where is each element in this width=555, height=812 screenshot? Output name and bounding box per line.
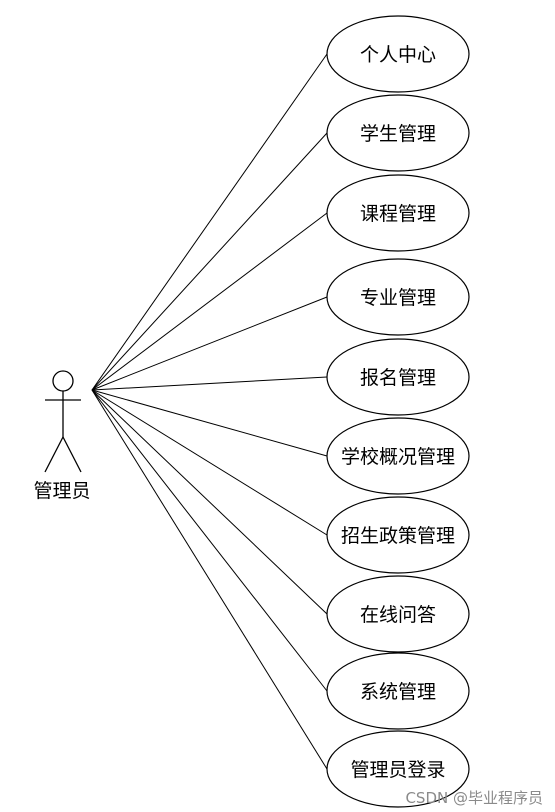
use-case-ellipse bbox=[326, 338, 470, 416]
association-line bbox=[91, 389, 328, 615]
use-case: 个人中心 bbox=[326, 15, 470, 93]
association-line bbox=[91, 132, 328, 391]
association-line bbox=[91, 389, 328, 692]
association-line bbox=[91, 53, 328, 391]
use-case-ellipse bbox=[326, 258, 470, 336]
actor-left-leg bbox=[44, 436, 64, 473]
use-case: 系统管理 bbox=[326, 652, 470, 730]
use-case: 专业管理 bbox=[326, 258, 470, 336]
use-case-label: 学生管理 bbox=[360, 123, 436, 145]
association-line bbox=[91, 212, 328, 391]
association-line bbox=[91, 389, 328, 770]
use-case: 在线问答 bbox=[326, 575, 470, 653]
actor-label: 管理员 bbox=[33, 480, 90, 502]
actor-head bbox=[52, 370, 74, 392]
use-case-ellipse bbox=[326, 730, 470, 808]
actor: 管理员 bbox=[33, 370, 91, 502]
association-line bbox=[91, 296, 328, 391]
use-case-ellipse bbox=[326, 174, 470, 252]
use-case-ellipse bbox=[326, 496, 470, 574]
use-case-ellipse bbox=[326, 15, 470, 93]
actor-right-leg bbox=[62, 436, 82, 473]
use-case: 报名管理 bbox=[326, 338, 470, 416]
stick-figure-icon bbox=[44, 370, 82, 473]
use-case-ellipse bbox=[326, 94, 470, 172]
use-case: 学生管理 bbox=[326, 94, 470, 172]
use-case: 管理员登录 bbox=[326, 730, 470, 808]
use-case-ellipse bbox=[326, 575, 470, 653]
watermark: CSDN @毕业程序员 bbox=[405, 789, 543, 807]
use-case-label: 专业管理 bbox=[360, 287, 436, 309]
association-line bbox=[91, 376, 328, 391]
use-case-group: 个人中心学生管理课程管理专业管理报名管理学校概况管理招生政策管理在线问答系统管理… bbox=[326, 15, 470, 808]
use-case: 招生政策管理 bbox=[326, 496, 470, 574]
use-case-label: 学校概况管理 bbox=[341, 446, 455, 468]
use-case: 课程管理 bbox=[326, 174, 470, 252]
use-case: 学校概况管理 bbox=[326, 417, 470, 495]
use-case-ellipse bbox=[326, 652, 470, 730]
use-case-ellipse bbox=[326, 417, 470, 495]
association-line bbox=[91, 389, 328, 536]
association-lines bbox=[91, 53, 328, 770]
use-case-label: 管理员登录 bbox=[350, 759, 445, 781]
use-case-label: 个人中心 bbox=[360, 44, 436, 66]
association-line bbox=[91, 389, 328, 457]
use-case-label: 招生政策管理 bbox=[341, 525, 455, 547]
use-case-label: 在线问答 bbox=[360, 604, 436, 626]
use-case-label: 报名管理 bbox=[360, 367, 436, 389]
use-case-label: 系统管理 bbox=[360, 681, 436, 703]
use-case-label: 课程管理 bbox=[360, 203, 436, 225]
